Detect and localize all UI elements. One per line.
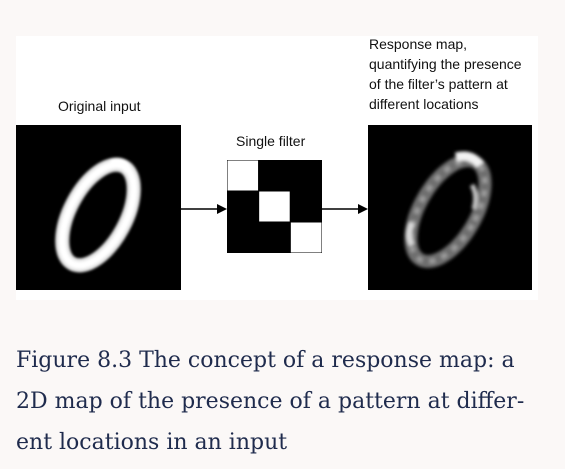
response-label-line: different locations — [369, 96, 479, 112]
single-filter-label: Single filter — [236, 133, 306, 149]
caption-line: Figure 8.3 The concept of a response map… — [16, 348, 515, 373]
filter-cell — [258, 190, 291, 223]
filter-cell — [227, 190, 260, 223]
filter-cell — [227, 160, 260, 192]
filter-cell — [227, 221, 260, 253]
caption-line: 2D map of the presence of a pattern at d… — [16, 389, 525, 414]
arrow-right-icon — [322, 204, 368, 214]
original-input-image — [16, 125, 181, 290]
filter-cell — [258, 221, 291, 253]
response-label-line: quantifying the presence — [369, 56, 522, 72]
filter-cell — [289, 160, 322, 192]
figure-panel: Original input Single filter — [16, 36, 538, 300]
response-map-image — [368, 125, 532, 290]
response-map-label: Response map, quantifying the presence o… — [369, 36, 522, 113]
original-input-label: Original input — [58, 98, 141, 114]
arrow-right-icon — [181, 204, 227, 214]
response-label-line: of the filter’s pattern at — [369, 76, 508, 92]
filter-cell — [289, 221, 322, 253]
filter-cell — [289, 190, 322, 223]
filter-grid — [227, 160, 322, 253]
filter-cell — [258, 160, 291, 192]
figure-caption: Figure 8.3 The concept of a response map… — [16, 340, 551, 463]
caption-line: ent locations in an input — [16, 430, 288, 455]
response-label-line: Response map, — [369, 36, 468, 52]
